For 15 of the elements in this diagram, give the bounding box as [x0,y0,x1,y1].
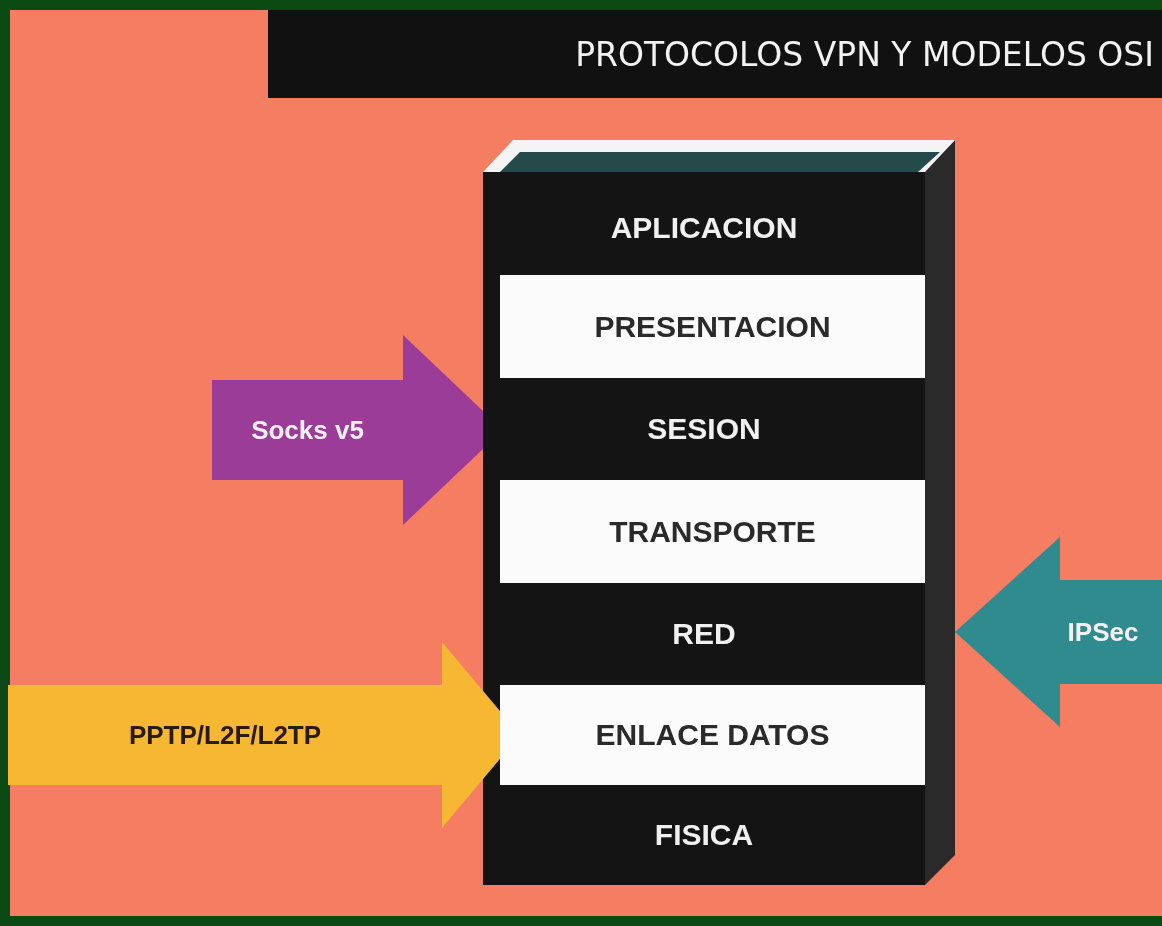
edge-label: IPSec [1067,616,1139,648]
osi-layer-band [500,275,925,378]
osi-layer-band [500,685,925,785]
edge-label: PPTP/L2F/L2TP [128,719,322,751]
title: PROTOCOLOS VPN Y MODELOS OSI [575,34,1155,74]
layer-name: FISICA [654,818,754,852]
osi-layer-band [500,480,925,583]
block-arrow [955,537,1162,727]
layer-name: PRESENTACION [594,309,831,344]
layer-name: SESION [647,412,761,446]
layer-name: ENLACE DATOS [595,718,830,752]
layer-name: APLICACION [610,210,798,245]
layer-name: TRANSPORTE [609,514,816,549]
edge-label: Socks v5 [251,414,364,446]
layer-name: RED [672,617,736,651]
